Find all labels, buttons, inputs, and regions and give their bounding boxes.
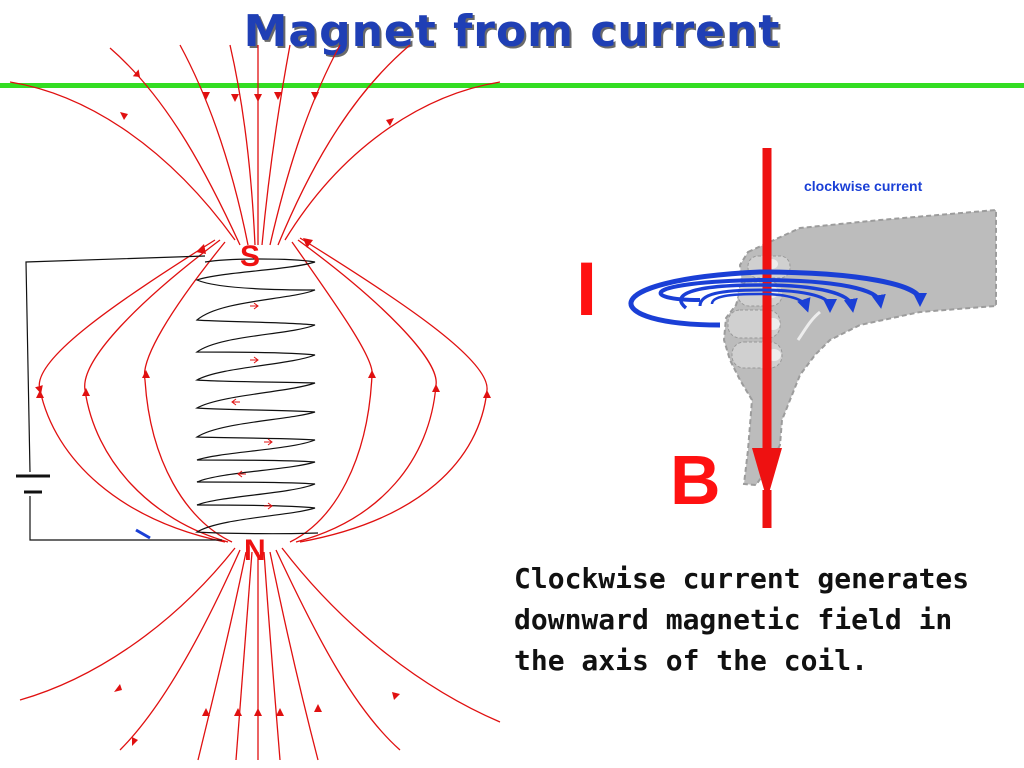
battery-symbol [16,474,50,494]
field-line [269,44,341,246]
current-arc [679,283,858,313]
title-divider [0,83,1024,88]
field-line [281,547,501,723]
internal-arrow [231,398,240,406]
current-arc [658,277,886,309]
field-line [277,44,411,246]
caption-line: the axis of the coil. [514,644,869,677]
caption-line: Clockwise current generates [514,562,970,595]
field-arrow [314,704,322,712]
field-line [284,81,501,241]
field-arrow [311,92,319,100]
field-arrow [386,118,394,126]
slide-title: Magnet from current [243,6,781,57]
field-arrow [132,69,140,77]
field-arrow [36,390,44,398]
field-arrow [114,684,122,692]
field-arrow [368,370,376,378]
field-arrow [202,708,210,716]
internal-arrow [237,470,246,478]
field-arrow [132,737,138,746]
field-line [197,551,247,761]
internal-arrow [250,302,259,310]
south-pole-label: S [240,240,261,273]
field-line [289,241,373,543]
field-line [263,551,281,761]
current-label: I [576,247,598,332]
current-circulation-arrows [628,269,927,328]
field-line [299,237,488,543]
field-line [19,547,236,701]
field-arrow [82,388,90,396]
current-arc [698,288,837,313]
field-line [275,549,401,751]
field-arrow [303,238,313,248]
internal-field-arrows [231,302,273,510]
field-arrow-head [752,448,782,500]
field-arrow [254,708,262,716]
field-line [35,239,226,543]
field-arrow [196,244,206,254]
current-arc [628,269,927,328]
field-line [179,44,249,246]
field-line [119,549,241,751]
field-arrow [392,692,400,700]
current-direction-mark [135,528,151,540]
field-line [84,239,229,543]
field-line [235,551,253,761]
coil-winding [195,258,319,535]
wire-bottom [29,496,222,541]
thumb-crease [796,310,821,341]
field-arrow [254,94,262,102]
field-line [229,44,256,246]
field-line [143,241,233,543]
field-line [109,47,241,246]
field-line [261,44,291,246]
clockwise-current-label: clockwise current [804,178,923,194]
field-line [269,551,319,761]
field-arrow [231,94,239,102]
field-arrow [483,390,491,398]
wire-top [25,255,206,473]
field-direction-arrows [36,69,491,746]
caption-line: downward magnetic field in [514,603,953,636]
field-arrow [120,112,128,120]
field-line [295,239,437,543]
field-label: B [670,441,721,519]
field-arrow [274,92,282,100]
field-arrow [234,708,242,716]
internal-arrow [264,438,273,446]
solenoid-coil [195,258,319,535]
field-arrow [276,708,284,716]
caption: Clockwise current generates downward mag… [514,558,1004,681]
field-arrow [202,92,210,100]
magnetic-field-lines [9,44,501,761]
field-arrow [432,384,440,392]
internal-arrow [264,502,273,510]
internal-arrow [250,356,259,364]
north-pole-label: N [244,534,266,567]
current-arc [710,292,811,313]
circuit-wire [25,255,222,541]
field-arrow [142,370,150,378]
field-line [9,81,236,241]
